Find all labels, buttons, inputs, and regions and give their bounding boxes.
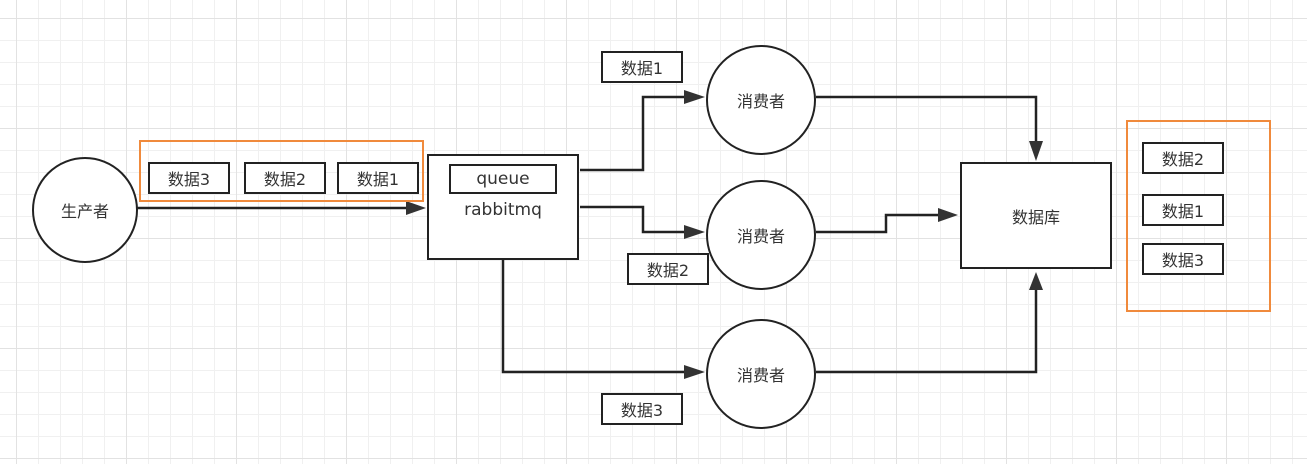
edge-rabbitmq-to-consumer-1 <box>580 95 684 172</box>
consumer-label: 消费者 <box>736 92 785 111</box>
consumer-label: 消费者 <box>736 366 785 385</box>
consumer-node-1[interactable]: 消费者 <box>706 45 816 155</box>
pending-message: 数据3 <box>148 162 230 194</box>
stored-message: 数据3 <box>1142 243 1224 275</box>
consumer-node-3[interactable]: 消费者 <box>706 319 816 429</box>
database-node[interactable]: 数据库 <box>960 162 1112 269</box>
rabbitmq-node[interactable]: queue rabbitmq <box>427 154 579 260</box>
edge-consumer-1-to-database <box>816 95 1038 142</box>
arrowhead-icon <box>684 225 705 239</box>
pending-messages-group <box>139 140 424 202</box>
stored-message: 数据2 <box>1142 142 1224 174</box>
consumer-message-tag: 数据2 <box>627 253 709 285</box>
consumer-label: 消费者 <box>736 227 785 246</box>
edge-consumer-2-to-database <box>816 213 938 234</box>
arrowhead-icon <box>1029 272 1043 290</box>
consumer-node-2[interactable]: 消费者 <box>706 180 816 290</box>
pending-message: 数据2 <box>244 162 326 194</box>
database-label: 数据库 <box>1011 207 1060 227</box>
consumer-message-tag: 数据1 <box>601 51 683 83</box>
arrowhead-icon <box>684 365 705 379</box>
stored-messages-group <box>1126 120 1271 312</box>
pending-message: 数据1 <box>337 162 419 194</box>
producer-label: 生产者 <box>60 202 109 221</box>
queue-box[interactable]: queue <box>449 164 557 194</box>
arrowhead-icon <box>1029 141 1043 161</box>
arrowhead-icon <box>684 90 705 104</box>
arrowhead-icon <box>406 201 426 215</box>
stored-message: 数据1 <box>1142 194 1224 226</box>
arrowhead-icon <box>938 208 958 222</box>
edge-rabbitmq-to-consumer-2 <box>580 205 684 234</box>
consumer-message-tag: 数据3 <box>601 393 683 425</box>
queue-label: queue <box>476 169 530 189</box>
producer-node[interactable]: 生产者 <box>32 157 138 263</box>
edge-consumer-3-to-database <box>816 290 1038 374</box>
rabbitmq-label: rabbitmq <box>464 200 542 220</box>
